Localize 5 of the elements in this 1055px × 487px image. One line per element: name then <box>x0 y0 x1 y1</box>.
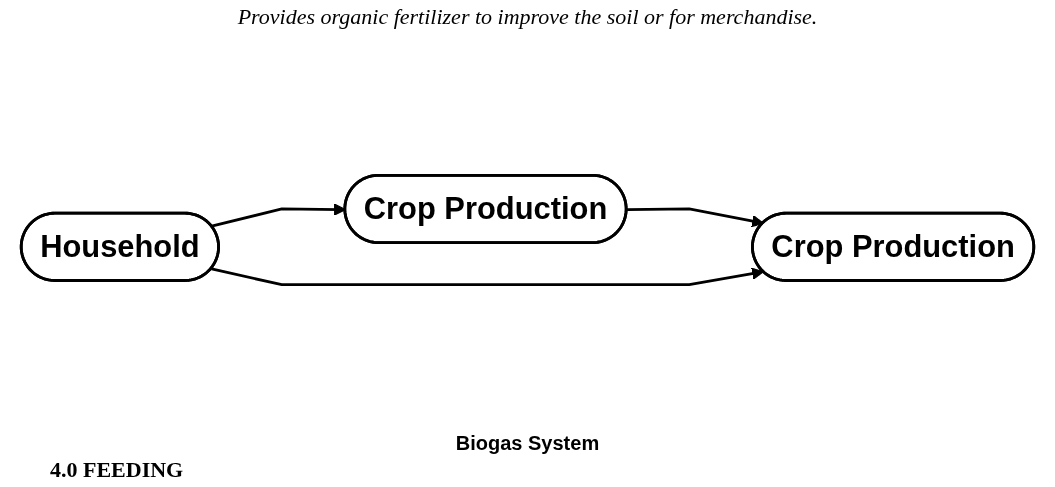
center-label: Biogas System <box>455 432 600 455</box>
arrow <box>626 207 764 228</box>
caption-text: Provides organic fertilizer to improve the soil or for merchandise. <box>237 4 818 30</box>
section-heading: 4.0 FEEDING <box>50 457 184 483</box>
arrow <box>211 267 764 287</box>
